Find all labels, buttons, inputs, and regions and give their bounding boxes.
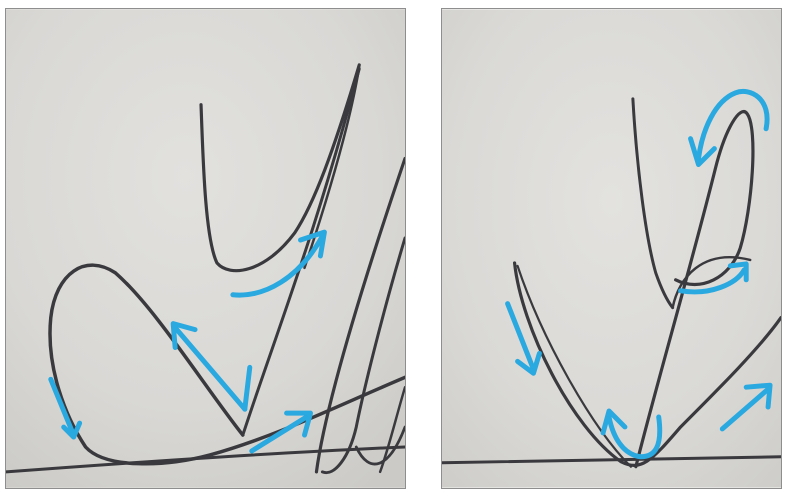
- left-handwriting-panel: [5, 8, 406, 489]
- right-handwriting-image: [442, 9, 781, 488]
- right-handwriting-panel: [441, 8, 782, 489]
- left-handwriting-image: [6, 9, 405, 488]
